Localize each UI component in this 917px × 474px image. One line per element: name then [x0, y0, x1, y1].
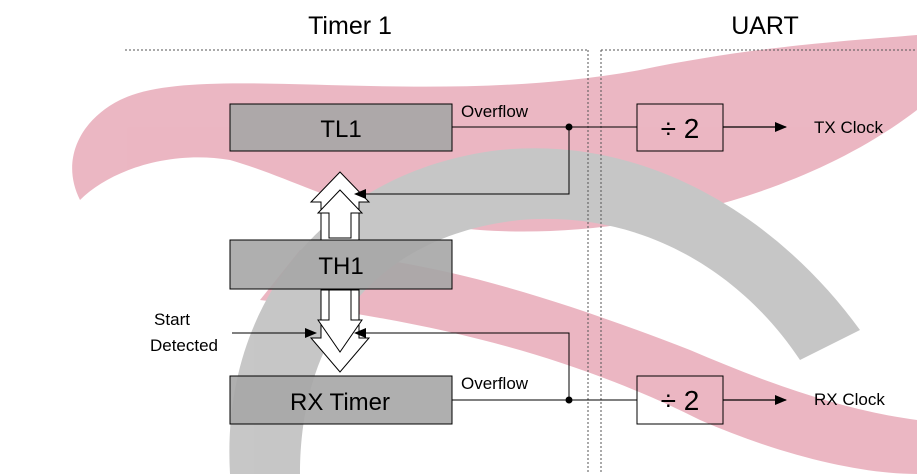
- watermark-pink-swoosh-top: [72, 35, 917, 232]
- rx-timer-block: [229, 375, 453, 425]
- rx-divider-label: ÷ 2: [661, 385, 700, 416]
- th1-label: TH1: [318, 253, 363, 280]
- watermark-gray-ring: [229, 148, 860, 474]
- th1-block: [229, 239, 453, 290]
- watermark: [72, 35, 917, 474]
- overflow-label-bottom: Overflow: [461, 374, 529, 393]
- detected-label: Detected: [150, 336, 218, 355]
- overflow-label-top: Overflow: [461, 102, 529, 121]
- tl1-reload-feedback: [354, 127, 570, 199]
- start-label: Start: [154, 310, 190, 329]
- tx-divider-label: ÷ 2: [661, 113, 700, 144]
- section-borders: [125, 49, 917, 474]
- section-title-uart: UART: [731, 12, 799, 40]
- rx-clock-label: RX Clock: [814, 390, 885, 409]
- rx-timer-label: RX Timer: [290, 389, 390, 416]
- hollow-arrow-th1-to-rx-timer: [309, 289, 371, 373]
- tl1-block: [229, 103, 453, 152]
- tx-clock-label: TX Clock: [814, 118, 883, 137]
- tl1-label: TL1: [320, 116, 361, 143]
- rx-reload-feedback: [354, 328, 570, 400]
- section-title-timer1: Timer 1: [308, 12, 392, 40]
